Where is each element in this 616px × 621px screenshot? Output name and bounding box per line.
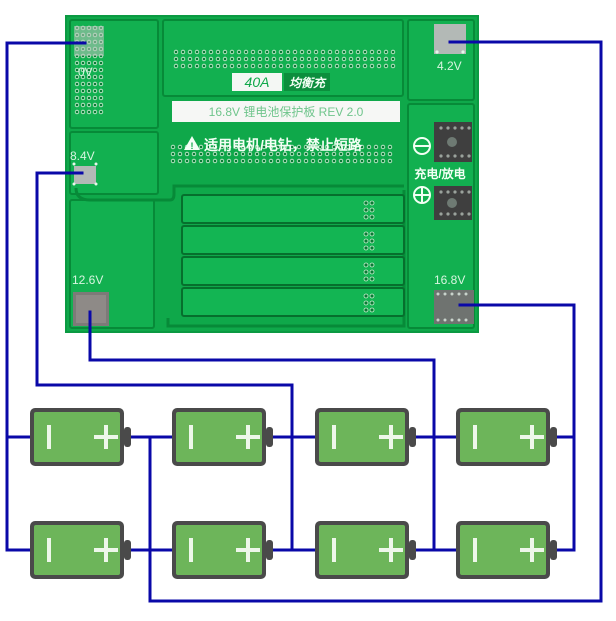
wire-8-4v [35, 171, 294, 552]
via-array-top [170, 49, 396, 164]
pad-16-8v-copper [434, 290, 474, 324]
main-terminal-pads [434, 122, 472, 220]
model-badge: 16.8V 锂电池保护板 REV 2.0 [172, 101, 400, 122]
pad-label-8-4v: 8.4V [70, 149, 95, 163]
battery-cell-r2c3 [315, 521, 416, 579]
pad-4-2v-copper [434, 24, 466, 54]
pad-label-16-8v: 16.8V [434, 273, 465, 287]
battery-cell-r1c1 [30, 408, 131, 466]
balance-label: 均衡充 [289, 76, 327, 90]
pad-0v-copper [74, 26, 104, 56]
battery-cell-r2c1 [30, 521, 131, 579]
battery-cell-r1c2 [172, 408, 273, 466]
pad-8-4v-copper [74, 166, 96, 184]
battery-cell-r1c4 [456, 408, 557, 466]
wire-4-2v [148, 40, 603, 603]
pad-label-12-6v: 12.6V [72, 273, 103, 287]
warning-label: 适用电机/电钻，禁止短路 [204, 137, 363, 153]
bus-bars [181, 194, 405, 317]
wire-16-8v [458, 303, 576, 552]
pad-label-0v: 0V [78, 65, 93, 79]
warning-triangle-icon [184, 136, 200, 150]
minus-circle-icon [413, 137, 431, 155]
rating-label: 40A [245, 74, 270, 90]
battery-cell-r1c3 [315, 408, 416, 466]
plus-circle-icon [413, 186, 431, 204]
wire-0v [5, 41, 87, 439]
battery-cell-r2c4 [456, 521, 557, 579]
pad-label-4-2v: 4.2V [437, 59, 462, 73]
warning-notice: ! 适用电机/电钻，禁止短路 [184, 136, 363, 153]
charge-discharge-label: 充电/放电 [414, 166, 465, 181]
bms-pcb-board: 40A 均衡充 16.8V 锂电池保护板 REV 2.0 ! 适用电机/电钻，禁… [65, 15, 479, 333]
model-label: 16.8V 锂电池保护板 REV 2.0 [209, 104, 364, 119]
svg-text:!: ! [191, 141, 194, 151]
wire-12-6v [88, 310, 436, 552]
battery-cell-r2c2 [172, 521, 273, 579]
wires [5, 40, 603, 603]
rating-badge: 40A 均衡充 [232, 73, 330, 91]
